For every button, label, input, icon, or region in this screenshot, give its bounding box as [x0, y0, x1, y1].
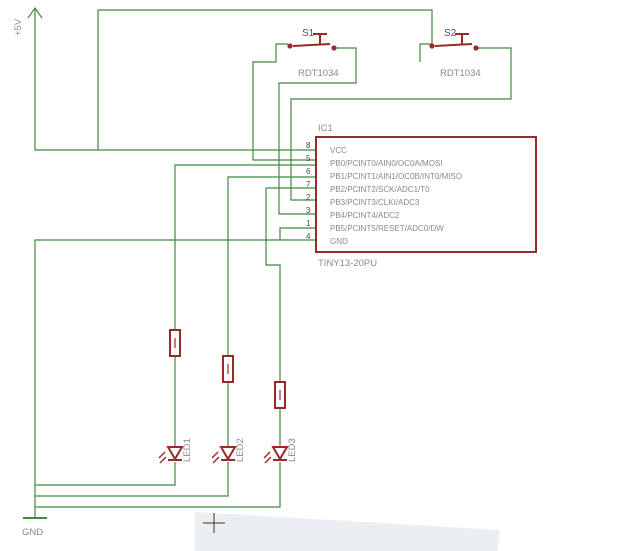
wire-vcc-rail — [34, 8, 316, 151]
wire-led3-return — [35, 462, 281, 508]
gnd-symbol: GND — [22, 517, 47, 538]
led-1: LED1 — [158, 438, 193, 464]
ic1-pin-name: PB3/PCINT3/CLKI/ADC3 — [330, 198, 420, 207]
switch-s1-value: RDT1034 — [298, 68, 339, 79]
resistor-body — [169, 329, 181, 357]
led-triangle — [166, 446, 184, 461]
led-ray-1 — [158, 451, 166, 459]
switch-s2-ref: S2 — [444, 28, 457, 39]
ic1-pin-num: 2 — [306, 193, 311, 202]
ic1-pin-num: 5 — [306, 154, 311, 163]
ic1-pin-name: PB1/PCINT1/AIN1/OC0B/INT0/MISO — [330, 172, 462, 181]
resistor-body — [222, 355, 234, 383]
ic1-pin-num: 3 — [306, 206, 311, 215]
ic1-pin-name: VCC — [330, 146, 347, 155]
vcc-symbol: +5V — [13, 6, 43, 36]
switch-s1-ref: S1 — [302, 28, 315, 39]
wire-led3-branch — [265, 187, 316, 382]
ic1-part: TINY13-20PU — [318, 258, 377, 269]
led-ray-2 — [159, 456, 167, 464]
wire-led2-branch — [227, 176, 316, 356]
ic1: IC1 TINY13-20PU 8 VCC 5 PB0/PCINT0/AIN0/… — [306, 123, 537, 269]
wires — [34, 8, 512, 518]
switch-s2-blade — [434, 43, 473, 47]
resistor-r3 — [274, 381, 286, 409]
wire-vcc-to-switches — [97, 9, 433, 150]
resistor-r1 — [169, 329, 181, 357]
switch-s1: S1 RDT1034 — [287, 28, 339, 79]
background-smudge — [195, 512, 500, 551]
led-ray-2 — [212, 456, 220, 464]
switch-s1-blade — [292, 43, 331, 47]
led-3: LED3 — [263, 438, 298, 464]
wire-s1-right — [278, 47, 357, 215]
wire-s2-left — [419, 43, 432, 62]
ic1-body — [315, 136, 537, 253]
switch-s2-contact-right — [473, 45, 479, 51]
wire-s1-left — [252, 43, 316, 161]
led-2: LED2 — [211, 438, 246, 464]
switch-s1-contact-right — [331, 45, 337, 51]
wire-s2-right — [290, 47, 512, 201]
switch-s1-contact-left — [287, 43, 293, 49]
resistor-r2 — [222, 355, 234, 383]
wire-gnd-rail — [34, 239, 316, 518]
resistor-body — [274, 381, 286, 409]
led-1-label: LED1 — [182, 438, 193, 462]
led-triangle — [271, 446, 289, 461]
ic1-pin-num: 8 — [306, 141, 311, 150]
ic1-pin-num: 7 — [306, 180, 311, 189]
ic1-pin-name: PB2/PCINT2/SCK/ADC1/T0 — [330, 185, 430, 194]
ic1-pin-name: GND — [330, 237, 348, 246]
ic1-pin-num: 6 — [306, 167, 311, 176]
wire-led2-return — [35, 462, 229, 497]
wire-reset — [279, 227, 316, 240]
ic1-pin-name: PB4/PCINT4/ADC2 — [330, 211, 400, 220]
switch-s2: S2 RDT1034 — [429, 28, 481, 79]
ic1-pin-name: PB5/PCINT5/RESET/ADC0/DW — [330, 224, 444, 233]
ic1-pin-name: PB0/PCINT0/AIN0/OC0A/MOSI — [330, 159, 442, 168]
wire-led1-return — [35, 462, 176, 486]
led-3-label: LED3 — [287, 438, 298, 462]
led-ray-1 — [211, 451, 219, 459]
switch-s2-contact-left — [429, 43, 435, 49]
switch-s2-value: RDT1034 — [440, 68, 481, 79]
ic1-pin-num: 4 — [306, 232, 311, 241]
vcc-label: +5V — [13, 18, 24, 36]
crosshair-cursor-icon — [203, 513, 225, 533]
wire-led1-branch — [174, 164, 316, 330]
led-2-label: LED2 — [235, 438, 246, 462]
ic1-pin-num: 1 — [306, 219, 311, 228]
ic1-ref: IC1 — [318, 123, 333, 134]
gnd-label: GND — [22, 527, 43, 538]
led-ray-1 — [263, 451, 271, 459]
led-ray-2 — [264, 456, 272, 464]
vcc-arrow — [27, 6, 43, 19]
led-triangle — [219, 446, 237, 461]
